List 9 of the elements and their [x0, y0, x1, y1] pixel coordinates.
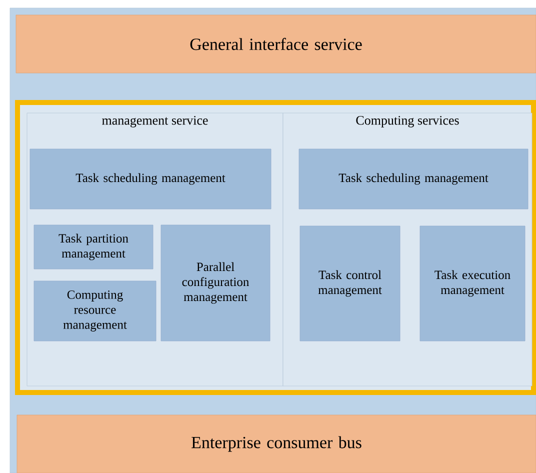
module-box: Parallel configuration management	[160, 224, 270, 342]
service-band: General interface service	[16, 14, 536, 74]
service-band: Enterprise consumer bus	[16, 414, 536, 473]
module-box: Task scheduling management	[30, 148, 272, 210]
module-box: Computing resource management	[34, 280, 156, 342]
module-box: Task partition management	[34, 224, 154, 270]
module-box: Task execution management	[420, 226, 526, 342]
module-box: Task scheduling management	[298, 148, 528, 210]
module-box: Task control management	[300, 226, 400, 342]
